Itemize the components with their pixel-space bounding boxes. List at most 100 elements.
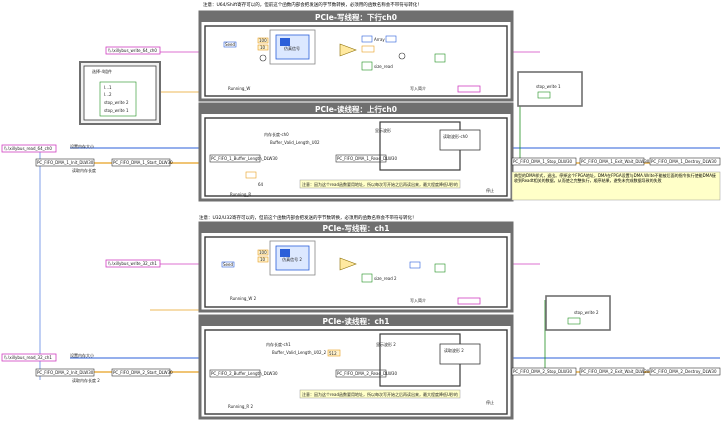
size-read-node[interactable] [361, 61, 373, 71]
mid-note: 注意：U32/U32寄存可以的，但前这个函数内部会把发送的字节数转换，必须用的函… [199, 214, 417, 221]
write-intro-label-0: 写入简介 [410, 85, 426, 91]
stop-vi-0[interactable] [511, 157, 577, 166]
stop-write2-label: stop_write 2 [574, 310, 599, 315]
init-vi-0[interactable] [35, 158, 95, 167]
buffer-valid-label: Buffer_Valid_Length_U02 [270, 140, 320, 145]
cap-label-1: 显示波形 2 [376, 341, 396, 347]
loop-write-ch1-title: PCIe-写线程：ch1 [323, 223, 390, 233]
stop-write2-node[interactable] [567, 317, 581, 325]
seed-label-2: Seed [223, 262, 233, 267]
stop-write1-node[interactable] [537, 91, 551, 99]
destroy-vi-0[interactable] [649, 157, 721, 166]
init-func-1: PC_FIFO_DMA_2_Init_DLW30 [37, 370, 94, 375]
path-write-ch0-text: \\.\xillybus_write_64_ch0 [108, 48, 157, 53]
destroy-func-0: PC_FIFO_DMA_1_Destroy_DLW30 [651, 159, 717, 164]
wave-label-0: 读取波形-ch0 [443, 133, 468, 139]
path-read-ch0[interactable] [1, 144, 57, 153]
loop-write-ch0-title: PCIe-写线程：下行ch0 [315, 12, 397, 22]
path-read-ch0-text: \\.\xillybus_read_64_ch0 [4, 146, 52, 151]
running-r2-label: Running_R 2 [228, 404, 253, 409]
const-10: 10 [260, 45, 266, 50]
path-read-ch1-text: \\.\xillybus_read_32_ch1 [4, 355, 52, 360]
top-note: 注意：U64/Shift寄存可以的，但前这个函数内部会把发送的字节数转换，必须用… [203, 1, 422, 8]
start-func-1: PC_FIFO_DMA_2_Start_DLW30 [113, 370, 173, 375]
size-read-label-2: size_read 2 [374, 276, 397, 281]
array-label: Array [374, 37, 385, 42]
stop-node-0[interactable] [434, 53, 446, 63]
mem-read-label-1: 读取内存长度 2 [72, 377, 100, 383]
init-vi-1[interactable] [35, 368, 95, 377]
cluster-item-1: I...1 [104, 85, 112, 90]
cluster-item-2: I...2 [104, 92, 112, 97]
buflen-vi-1[interactable] [209, 369, 261, 378]
read-vi-0[interactable] [335, 154, 387, 163]
path-read-ch1[interactable] [1, 353, 57, 362]
exitwait-func-1: PC_FIFO_DMA_2_Exit_Wait_DLW30 [581, 369, 650, 374]
start-func-0: PC_FIFO_DMA_1_Start_DLW30 [113, 160, 173, 165]
init-func-0: PC_FIFO_DMA_1_Init_DLW30 [37, 160, 94, 165]
start-vi-0[interactable] [111, 158, 171, 167]
mem-size-ch0-label: 内存长度-ch0 [264, 131, 289, 137]
const-100-b: 100 [259, 250, 267, 255]
set-mem-label-1: 设置内存大小 [70, 352, 94, 358]
const-10-b: 10 [260, 257, 266, 262]
write-function-0[interactable] [339, 43, 357, 57]
exitwait-vi-1[interactable] [579, 367, 645, 376]
write-indicator-0 [457, 85, 481, 93]
stop-func-0: PC_FIFO_DMA_1_Stop_DLW30 [513, 159, 572, 164]
path-write-ch0[interactable] [105, 46, 161, 55]
mem-read-label-0: 读取内存长度 [72, 167, 96, 173]
stop-node-1[interactable] [434, 263, 446, 273]
loop-write-ch1: PCIe-写线程：ch1 Running_W 2 写入简介 [198, 221, 514, 313]
destroy-vi-1[interactable] [649, 367, 721, 376]
loop-read-ch1: PCIe-读线程：ch1 Running_R 2 停止 [198, 314, 514, 420]
read0-contents: 内存长度-ch0 Buffer_Valid_Length_U02 PC_FIFO… [209, 121, 481, 189]
stop-label-0: 停止 [486, 187, 494, 193]
cluster-title: 选择-4组件 [92, 68, 112, 74]
buflen-vi-0[interactable] [209, 154, 261, 163]
sim-signal-label-2: 仿真信号 2 [282, 256, 302, 262]
write-intro-label-1: 写入简介 [410, 297, 426, 303]
buffer-valid2-label: Buffer_Valid_Length_U02_2 [272, 350, 327, 355]
stop-write1-frame [517, 71, 583, 107]
gear-icon [259, 54, 267, 62]
stop-func-1: PC_FIFO_DMA_2_Stop_DLW30 [513, 369, 572, 374]
read-vi-1[interactable] [335, 369, 387, 378]
exitwait-vi-0[interactable] [579, 157, 645, 166]
path-write-ch1[interactable] [105, 259, 161, 268]
seed-label: Seed [225, 42, 235, 47]
read1-note: 注意：因为这个read函数要用地址，所以每次写开始之后再读出来，最大程度降低U秒… [302, 391, 458, 397]
running-r-label: Running_R [230, 192, 251, 197]
start-vi-1[interactable] [111, 368, 171, 377]
path-write-ch1-text: \\.\xillybus_write_32_ch1 [108, 261, 157, 266]
stop-write2-frame [545, 295, 611, 331]
right-note: 典型的DMA样式，退出。停掉这个FPGA地址，DMA在FPGA设置与DMA.Wr… [514, 173, 716, 183]
cap-label-0: 显示波形 [375, 127, 391, 133]
write-indicator-1 [457, 297, 481, 305]
write0-contents: 仿真信号 100 10 Seed Array size_read [223, 29, 446, 71]
running-w2-label: Running_W 2 [230, 296, 257, 301]
const-100: 100 [259, 38, 267, 43]
write-function-1[interactable] [339, 257, 357, 271]
buflen-func-0: PC_FIFO_1_Buffer_Length_DLW30 [211, 156, 278, 161]
set-mem-label-0: 设置内存大小 [70, 143, 94, 149]
stop-write1-label: stop_write 1 [536, 84, 561, 89]
right-note-box [511, 171, 721, 201]
read1-contents: 内存长度-ch1 Buffer_Valid_Length_U02_2 PC_FI… [209, 333, 481, 399]
size-read-label: size_read [374, 64, 393, 69]
left-controls: \\.\xillybus_write_64_ch0 \\.\xillybus_r… [1, 46, 173, 383]
mem-size-ch1-label: 内存长度-ch1 [266, 341, 291, 347]
size-read-node-2[interactable] [361, 273, 373, 283]
const-512: 512 [329, 351, 337, 356]
sim-signal-icon [280, 38, 290, 46]
read0-note: 注意：因为这个read函数要用地址，所以每次写开始之后再读出来，最大程度降低U秒… [302, 181, 458, 187]
running-w-label: Running_W [228, 86, 250, 91]
sim-signal-icon-2 [280, 249, 290, 257]
cluster-item-3: stop_write 2 [104, 100, 129, 105]
stop-vi-1[interactable] [511, 367, 577, 376]
loop-read-ch1-title: PCIe-读线程：ch1 [323, 316, 390, 326]
write1-contents: 仿真信号 2 100 10 Seed size_read 2 [221, 240, 446, 283]
wave-label-1: 读取波形 2 [444, 347, 464, 353]
buflen-func-1: PC_FIFO_2_Buffer_Length_DLW30 [211, 371, 278, 376]
